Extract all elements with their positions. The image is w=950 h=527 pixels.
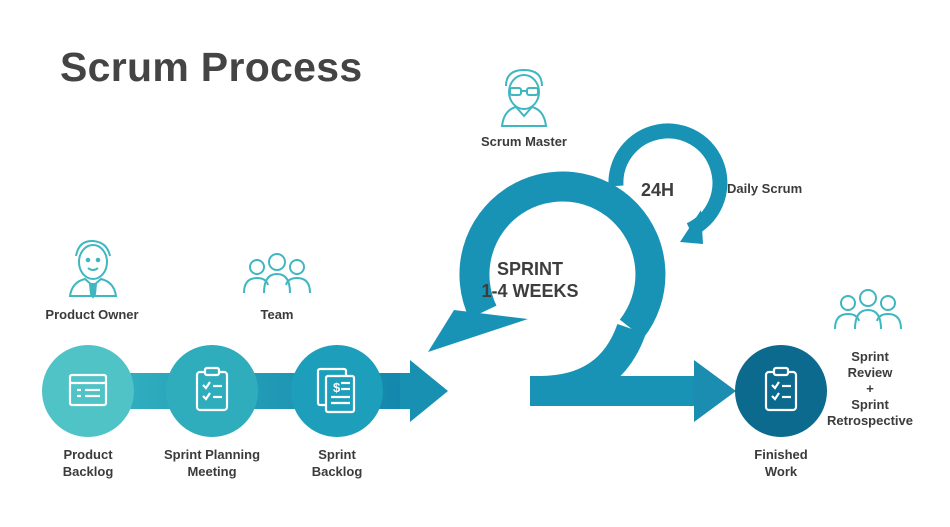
daily-scrum-label: Daily Scrum (727, 181, 803, 196)
review-line5: Retrospective (827, 413, 913, 428)
sprint-planning-label: Sprint Planning Meeting (147, 446, 277, 480)
sprint-weeks-label: 1-4 WEEKS (481, 281, 579, 301)
scrum-master-person-icon (500, 68, 548, 127)
review-line2: Review (847, 365, 893, 380)
finished-work-label: Finished Work (731, 446, 831, 480)
product-backlog-line1: Product (63, 447, 113, 462)
sprint-backlog-label: Sprint Backlog (287, 446, 387, 480)
review-line3: + (866, 381, 874, 396)
scrum-master-label: Scrum Master (481, 134, 567, 149)
sprint-planning-line1: Sprint Planning (163, 447, 261, 462)
product-owner-person-icon (68, 239, 118, 299)
backlog-list-icon (68, 373, 108, 407)
review-group-icon (834, 289, 902, 330)
sprint-backlog-line1: Sprint (318, 447, 356, 462)
daily-scrum-loop (608, 123, 728, 237)
team-group-icon (243, 253, 311, 294)
finished-work-line2: Work (764, 464, 798, 479)
clipboard-checklist-icon (195, 366, 229, 412)
page-title: Scrum Process (60, 44, 363, 90)
finished-clipboard-icon (764, 366, 798, 412)
sprint-review-label: Sprint Review + Sprint Retrospective (818, 349, 922, 429)
product-owner-label: Product Owner (45, 307, 139, 322)
finished-work-circle (735, 345, 827, 437)
svg-text:$: $ (333, 380, 341, 395)
sprint-planning-circle (166, 345, 258, 437)
review-line1: Sprint (851, 349, 889, 364)
sprint-cycle-ring (459, 171, 666, 339)
sprint-label: SPRINT (496, 259, 563, 279)
product-backlog-label: Product Backlog (38, 446, 138, 480)
sprint-cycle-arrowhead (428, 310, 528, 352)
flow-arrow-into-sprint (400, 360, 448, 422)
team-label: Team (260, 307, 294, 322)
sprint-duration: SPRINT 1-4 WEEKS (460, 258, 600, 302)
sprint-backlog-line2: Backlog (311, 464, 363, 479)
flow-arrow-to-finished (694, 360, 736, 422)
product-backlog-line2: Backlog (62, 464, 114, 479)
daily-scrum-arrowhead (680, 210, 703, 244)
review-line4: Sprint (851, 397, 889, 412)
flow-band-right (530, 376, 698, 406)
finished-work-line1: Finished (754, 447, 808, 462)
documents-dollar-icon: $ (316, 367, 356, 414)
sprint-planning-line2: Meeting (187, 464, 237, 479)
daily-time-label: 24H (641, 180, 675, 200)
